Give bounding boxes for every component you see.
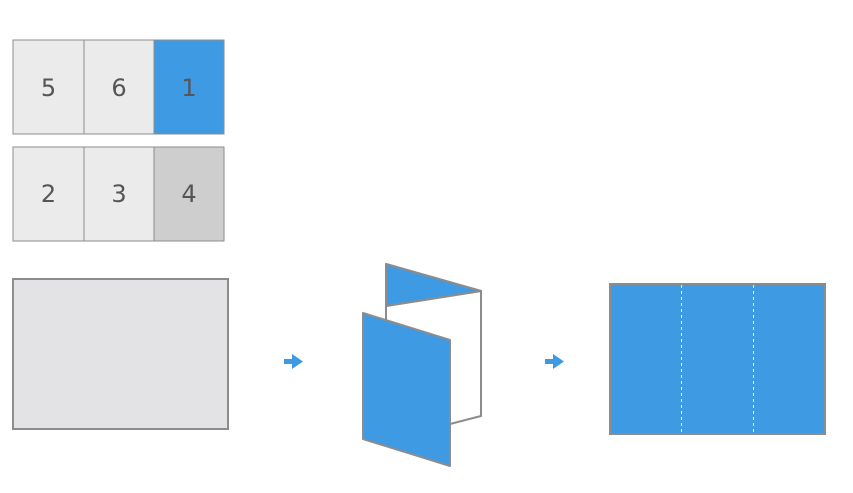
panel-top-3: 1 [153, 39, 225, 135]
fold-front-panel [362, 312, 451, 467]
panel-top-1: 5 [12, 39, 85, 135]
fold-top-blue-panel [385, 263, 482, 307]
z-fold-illustration [362, 263, 482, 467]
panel-label: 3 [111, 180, 126, 208]
panel-label: 4 [181, 180, 196, 208]
folded-brochure [609, 283, 826, 435]
panel-bottom-1: 2 [12, 146, 85, 242]
panel-label: 6 [111, 74, 126, 102]
panel-layout-bottom-row: 2 3 4 [12, 146, 225, 242]
panel-layout-top-row: 5 6 1 [12, 39, 225, 135]
panel-bottom-3: 4 [153, 146, 225, 242]
right-arrow-icon [545, 354, 564, 369]
panel-bottom-2: 3 [83, 146, 155, 242]
panel-label: 1 [181, 74, 196, 102]
flat-sheet [12, 278, 229, 430]
right-arrow-icon [284, 354, 303, 369]
panel-label: 2 [41, 180, 56, 208]
panel-top-2: 6 [83, 39, 155, 135]
panel-label: 5 [41, 74, 56, 102]
